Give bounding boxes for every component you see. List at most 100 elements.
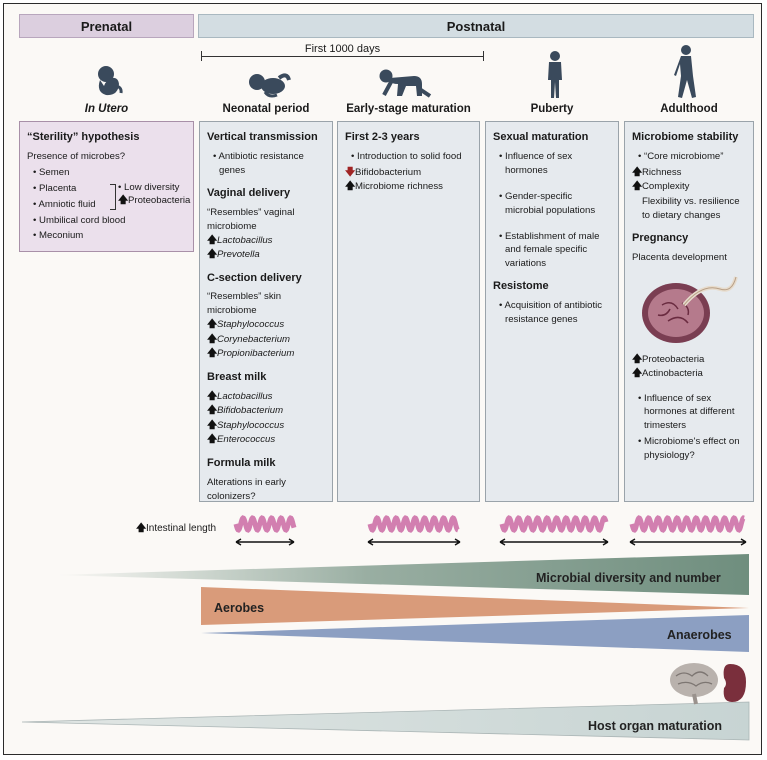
stage-title-adulthood: Adulthood — [660, 103, 718, 115]
in-utero-panel: “Sterility” hypothesis Presence of micro… — [19, 121, 194, 252]
arrow-up-icon: 🡅 — [207, 319, 218, 331]
arrow-down-icon: 🡇 — [345, 166, 356, 178]
taxon: Staphylococcus — [217, 319, 285, 331]
taxon: Prevotella — [217, 249, 260, 260]
diversity-label: Microbial diversity and number — [536, 571, 721, 585]
fetus-icon — [98, 66, 123, 96]
aerobes-wedge — [201, 587, 749, 625]
wave-path — [629, 515, 746, 533]
arrow-up-icon: 🡅 — [345, 181, 356, 193]
vaginal-delivery-text: “Resembles” vaginal microbiome — [207, 206, 295, 232]
aerobes-label: Aerobes — [214, 601, 265, 615]
puberty-item: Influence of sex hormones — [505, 150, 573, 176]
in-utero-item: Semen — [39, 166, 70, 178]
arrow-up-icon: 🡅 — [632, 368, 643, 379]
adult-item: Microbiome's effect on physiology? — [644, 436, 740, 462]
puberty-item: Establishment of male and female specifi… — [505, 230, 600, 270]
early-down: Bifidobacterium — [355, 166, 422, 178]
vaginal-delivery-heading: Vaginal delivery — [207, 186, 291, 199]
adult-up: Proteobacteria — [642, 353, 705, 365]
resistome-heading: Resistome — [493, 280, 549, 293]
microbiome-stability-heading: Microbiome stability — [632, 131, 739, 143]
adult-up: Complexity — [642, 181, 690, 193]
early-stage-panel: First 2-3 years • Introduction to solid … — [337, 121, 480, 502]
maturation-bands — [21, 554, 750, 741]
neonatal-panel: Vertical transmission • Antibiotic resis… — [199, 121, 333, 502]
newborn-icon — [249, 73, 291, 98]
in-utero-item: Placenta — [39, 182, 77, 194]
anaerobes-wedge — [201, 615, 749, 652]
arrow-up-icon: 🡅 — [118, 195, 129, 206]
early-heading: First 2-3 years — [345, 131, 420, 143]
adult-item: “Core microbiome” — [644, 150, 724, 162]
intestine-wave-2 — [367, 515, 461, 546]
intestine-wave-4 — [629, 515, 747, 546]
crawling-baby-icon — [379, 69, 432, 98]
puberty-item: Gender-specific microbial populations — [505, 190, 596, 216]
intestine-wave-1 — [233, 515, 297, 546]
placenta-development: Placenta development — [632, 251, 727, 263]
in-utero-bracket — [110, 184, 116, 210]
taxon: Staphylococcus — [217, 419, 285, 431]
anaerobes-label: Anaerobes — [667, 628, 732, 642]
arrow-up-icon: 🡅 — [136, 523, 147, 534]
arrow-up-icon: 🡅 — [632, 166, 643, 178]
intestinal-length-label: 🡅Intestinal length — [136, 521, 216, 538]
arrow-up-icon: 🡅 — [207, 434, 218, 446]
arrow-up-icon: 🡅 — [632, 353, 643, 365]
taxon: Lactobacillus — [217, 390, 273, 402]
stage-title-puberty: Puberty — [530, 103, 574, 115]
vertical-transmission-heading: Vertical transmission — [207, 131, 318, 143]
pregnancy-heading: Pregnancy — [632, 231, 689, 244]
figure-frame: Prenatal Postnatal First 1000 days In Ut… — [3, 3, 762, 755]
taxon: Enterococcus — [217, 434, 276, 446]
puberty-panel: Sexual maturation • Influence of sex hor… — [485, 121, 619, 502]
adolescent-icon — [548, 51, 562, 98]
arrow-up-icon: 🡅 — [207, 390, 218, 402]
early-up: Microbiome richness — [355, 181, 443, 193]
in-utero-note: 🡅Proteobacteria — [118, 194, 190, 209]
stage-title-neonatal: Neonatal period — [222, 103, 310, 115]
adult-walking-icon — [674, 45, 696, 98]
first-1000-days-bracket: First 1000 days — [201, 43, 484, 64]
taxon: Lactobacillus — [217, 234, 273, 246]
wave-path — [233, 515, 297, 533]
sexual-maturation-heading: Sexual maturation — [493, 131, 589, 143]
intestine-wave-3 — [499, 515, 609, 546]
arrow-up-icon: 🡅 — [207, 234, 218, 246]
c-section-heading: C-section delivery — [207, 271, 302, 284]
adult-up: Actinobacteria — [642, 368, 703, 379]
in-utero-item: Umbilical cord blood — [39, 214, 126, 226]
wave-path — [367, 515, 460, 533]
breast-milk-heading: Breast milk — [207, 370, 267, 383]
arrow-up-icon: 🡅 — [207, 249, 218, 260]
wave-path — [499, 515, 609, 533]
brain-icon — [670, 663, 718, 705]
postnatal-header: Postnatal — [198, 14, 754, 38]
stage-title-in-utero: In Utero — [84, 103, 129, 115]
neonatal-item: Antibiotic resistance genes — [218, 150, 304, 176]
arrow-up-icon: 🡅 — [207, 419, 218, 431]
taxon: Propionibacterium — [217, 348, 295, 360]
in-utero-item: Meconium — [39, 230, 84, 242]
kidney-icon — [723, 664, 746, 702]
prenatal-header: Prenatal — [19, 14, 194, 38]
stage-title-early: Early-stage maturation — [346, 103, 471, 115]
placenta-icon — [642, 275, 738, 343]
in-utero-question: Presence of microbes? — [27, 150, 126, 162]
adult-flexibility: Flexibility vs. resilience to dietary ch… — [642, 195, 740, 221]
early-item: Introduction to solid food — [357, 150, 462, 162]
arrow-up-icon: 🡅 — [632, 181, 643, 193]
host-wedge — [21, 701, 750, 741]
diversity-wedge — [54, 554, 749, 595]
c-section-text: “Resembles” skin microbiome — [207, 291, 282, 317]
taxon: Corynebacterium — [217, 333, 291, 345]
in-utero-note: • Low diversity — [118, 182, 180, 193]
host-maturation-label: Host organ maturation — [588, 719, 723, 733]
arrow-up-icon: 🡅 — [207, 405, 218, 417]
adulthood-panel: Microbiome stability • “Core microbiome”… — [624, 121, 754, 502]
adult-up: Richness — [642, 166, 682, 178]
arrow-up-icon: 🡅 — [207, 333, 218, 345]
arrow-up-icon: 🡅 — [207, 348, 218, 360]
in-utero-heading: “Sterility” hypothesis — [27, 131, 140, 143]
